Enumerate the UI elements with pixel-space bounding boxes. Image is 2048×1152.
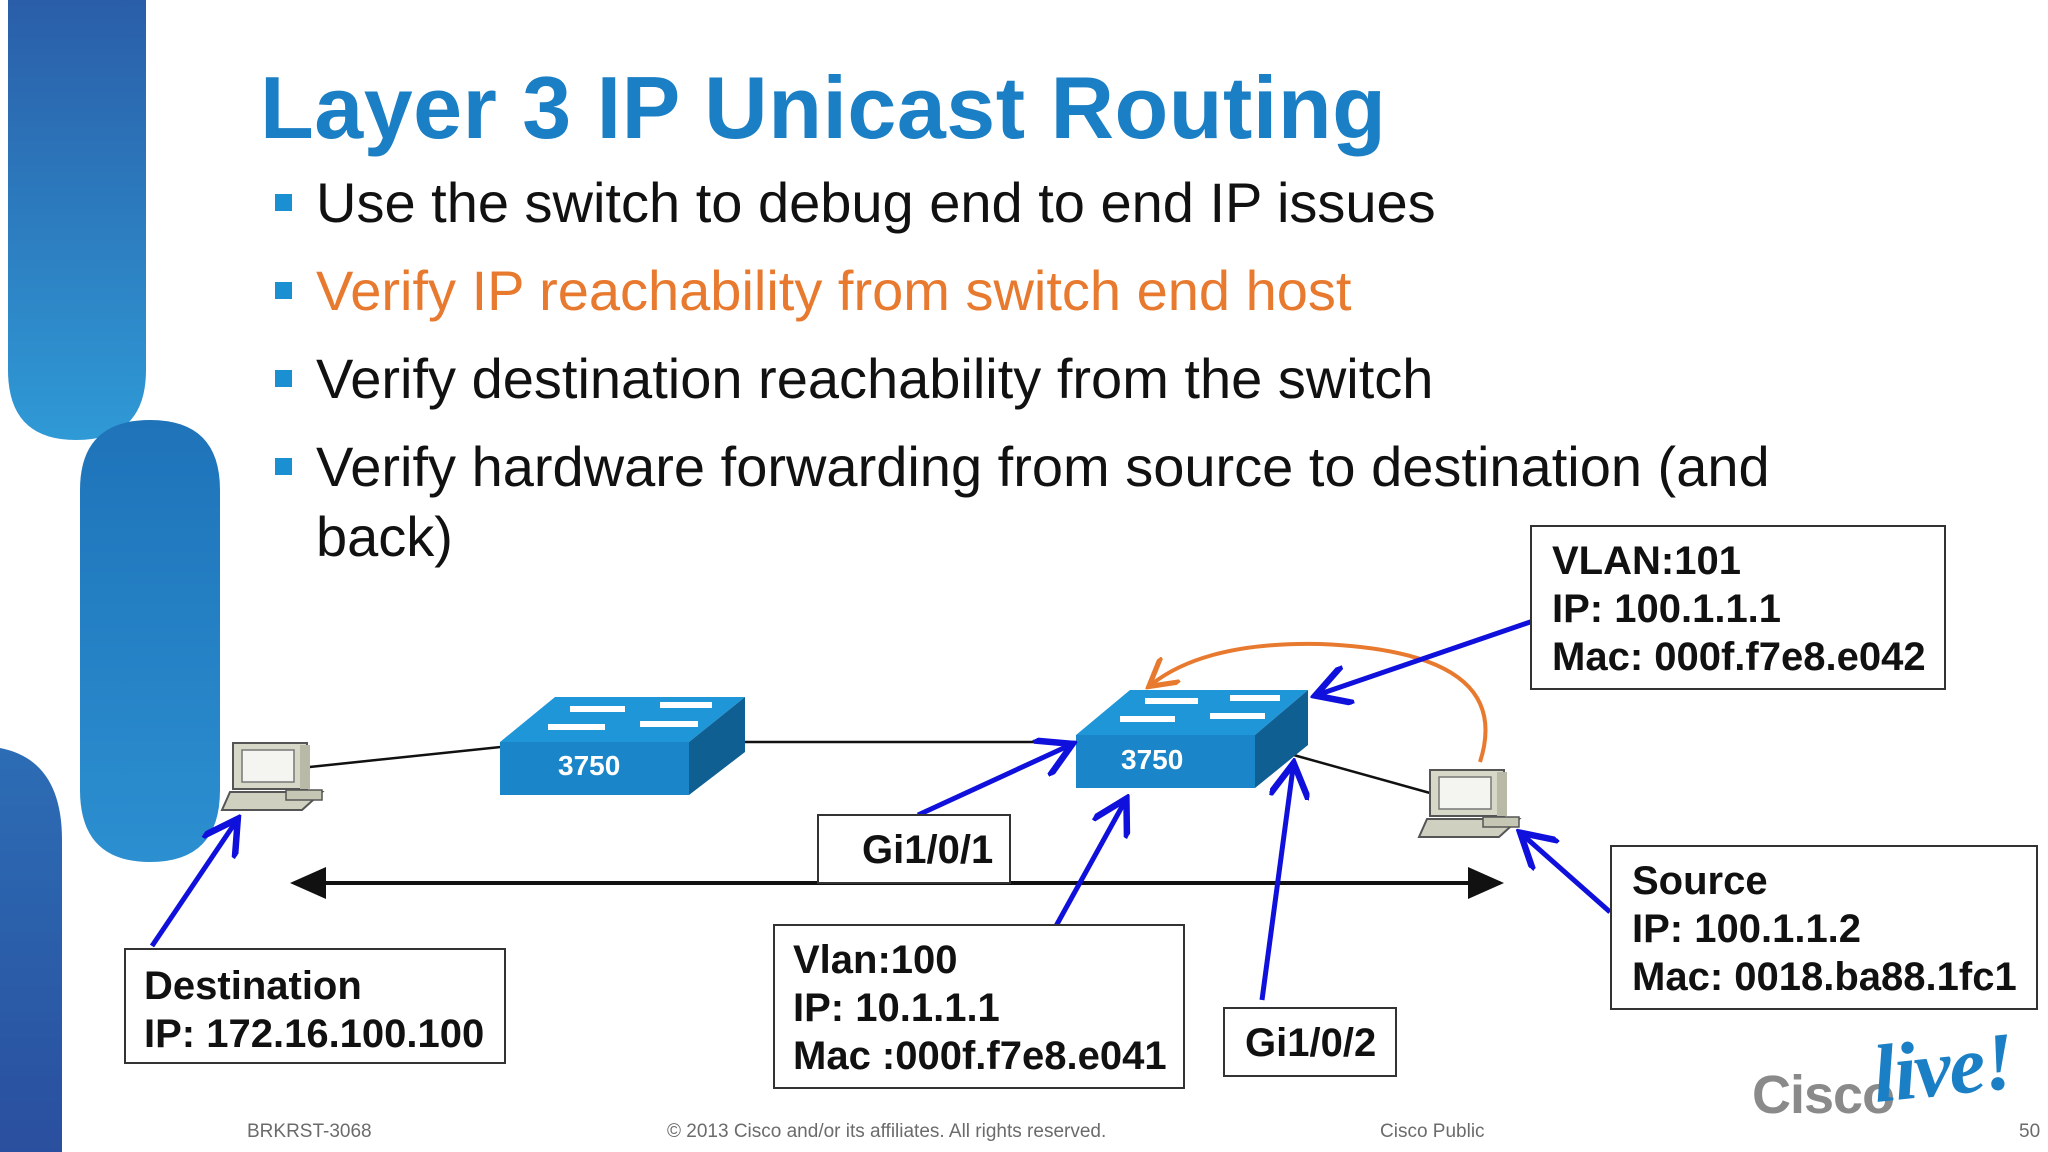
vlan100-box: Vlan:100 IP: 10.1.1.1 Mac :000f.f7e8.e04… bbox=[773, 924, 1185, 1089]
port-gi102-box: Gi1/0/2 bbox=[1223, 1007, 1397, 1077]
bullet-item-1: Use the switch to debug end to end IP is… bbox=[275, 168, 1835, 238]
port-gi101-box: Gi1/0/1 bbox=[817, 814, 1011, 884]
bullet-text: Verify IP reachability from switch end h… bbox=[316, 259, 1352, 322]
arrow-gi102 bbox=[1259, 768, 1293, 1001]
destination-ip: IP: 172.16.100.100 bbox=[144, 1012, 485, 1056]
left-decor bbox=[0, 0, 220, 1152]
footer-copyright: © 2013 Cisco and/or its affiliates. All … bbox=[667, 1121, 1107, 1142]
switch-left bbox=[500, 697, 745, 795]
bullet-item-4: Verify hardware forwarding from source t… bbox=[275, 432, 1835, 572]
footer-classification: Cisco Public bbox=[1380, 1121, 1485, 1142]
live-logo-text: live! bbox=[1868, 1014, 2018, 1121]
bullet-text: Verify hardware forwarding from source t… bbox=[316, 435, 1770, 568]
vlan101-mac: Mac: 000f.f7e8.e042 bbox=[1552, 635, 1926, 679]
decor-band-bottom bbox=[0, 748, 62, 1152]
vlan100-ip: IP: 10.1.1.1 bbox=[793, 986, 1000, 1030]
switch-left-label: 3750 bbox=[558, 750, 620, 781]
vlan101-title: VLAN:101 bbox=[1552, 539, 1741, 583]
arrow-destination bbox=[149, 823, 235, 948]
bullet-text: Use the switch to debug end to end IP is… bbox=[316, 171, 1436, 234]
bullet-list: Use the switch to debug end to end IP is… bbox=[275, 168, 1835, 590]
footer-code: BRKRST-3068 bbox=[247, 1121, 372, 1142]
arrow-gi101 bbox=[916, 746, 1068, 818]
bullet-marker bbox=[275, 194, 292, 211]
destination-box: Destination IP: 172.16.100.100 bbox=[124, 948, 506, 1064]
vlan101-ip: IP: 100.1.1.1 bbox=[1552, 587, 1782, 631]
decor-band-middle bbox=[80, 420, 220, 862]
destination-title: Destination bbox=[144, 964, 362, 1008]
vlan100-mac: Mac :000f.f7e8.e041 bbox=[793, 1034, 1167, 1078]
source-box: Source IP: 100.1.1.2 Mac: 0018.ba88.1fc1 bbox=[1610, 845, 2038, 1010]
switch-right-label: 3750 bbox=[1121, 744, 1183, 775]
port-gi102-label: Gi1/0/2 bbox=[1245, 1021, 1377, 1065]
slide-title: Layer 3 IP Unicast Routing bbox=[260, 58, 1387, 157]
switch-right bbox=[1076, 690, 1308, 788]
source-pc-icon bbox=[1417, 769, 1522, 838]
footer-page-number: 50 bbox=[2019, 1121, 2041, 1142]
arrow-vlan101 bbox=[1320, 617, 1537, 694]
arrow-source bbox=[1524, 836, 1612, 914]
bullet-marker bbox=[275, 458, 292, 475]
bullet-marker bbox=[275, 370, 292, 387]
bullet-text: Verify destination reachability from the… bbox=[316, 347, 1434, 410]
arrow-vlan100 bbox=[1053, 803, 1124, 928]
link-dest-switch1 bbox=[299, 743, 521, 770]
bullet-marker bbox=[275, 282, 292, 299]
decor-band-top bbox=[8, 0, 146, 440]
link-switch2-source bbox=[1289, 752, 1431, 795]
destination-pc-icon bbox=[220, 742, 325, 811]
vlan100-title: Vlan:100 bbox=[793, 938, 958, 982]
vlan101-box: VLAN:101 IP: 100.1.1.1 Mac: 000f.f7e8.e0… bbox=[1530, 525, 1946, 690]
bullet-item-2: Verify IP reachability from switch end h… bbox=[275, 256, 1835, 326]
loop-arrow bbox=[1152, 641, 1488, 763]
cisco-logo-text: Cisco bbox=[1752, 1065, 1895, 1125]
source-ip: IP: 100.1.1.2 bbox=[1632, 907, 1862, 951]
source-mac: Mac: 0018.ba88.1fc1 bbox=[1632, 955, 2017, 999]
source-title: Source bbox=[1632, 859, 1768, 903]
port-gi101-label: Gi1/0/1 bbox=[862, 828, 994, 872]
bullet-item-3: Verify destination reachability from the… bbox=[275, 344, 1835, 414]
